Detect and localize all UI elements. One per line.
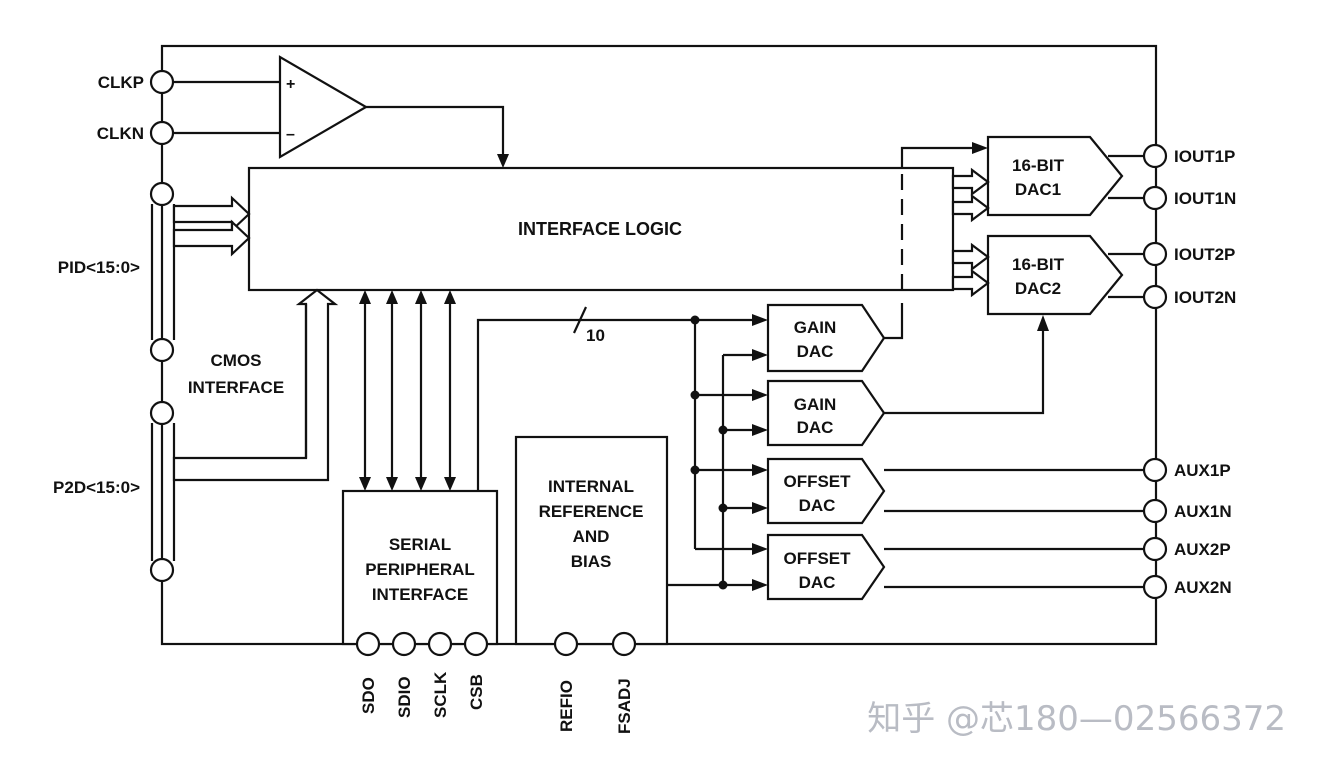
- refio-label: REFIO: [557, 680, 576, 732]
- bottom-pins: [355, 631, 637, 657]
- sdo-pin: [355, 631, 381, 657]
- watermark: 知乎 @芯180—02566372: [867, 699, 1286, 739]
- cmos-interface-label-1: CMOS: [211, 351, 262, 370]
- spi-label-3: INTERFACE: [372, 585, 468, 604]
- offset-dac-1: [766, 457, 886, 525]
- aux2p-label: AUX2P: [1174, 540, 1231, 559]
- sclk-label: SCLK: [431, 671, 450, 718]
- p2d-bus: [150, 288, 339, 561]
- fsadj-label: FSADJ: [615, 678, 634, 734]
- aux2n-label: AUX2N: [1174, 578, 1232, 597]
- sdo-label: SDO: [359, 677, 378, 714]
- gain-dac-outputs: [884, 142, 1049, 415]
- comparator-minus-sign: –: [286, 126, 295, 143]
- sclk-pin: [427, 631, 453, 657]
- fsadj-pin: [611, 631, 637, 657]
- iout2p-label: IOUT2P: [1174, 245, 1235, 264]
- offset-dac-1-label-1: OFFSET: [783, 472, 851, 491]
- aux1p-pin: [1142, 457, 1168, 483]
- pid-bus-bottom-pin: [149, 337, 175, 363]
- clkp-label: CLKP: [98, 73, 144, 92]
- dac2-label-1: 16-BIT: [1012, 255, 1065, 274]
- right-pins: [1142, 143, 1168, 600]
- iout1p-pin: [1142, 143, 1168, 169]
- gain-dac-2: [766, 379, 886, 447]
- reference-lines: [667, 349, 768, 591]
- iout2n-pin: [1142, 284, 1168, 310]
- gain-dac-1-label-2: DAC: [797, 342, 834, 361]
- dac-output-lines: [884, 154, 1143, 589]
- aux2p-pin: [1142, 536, 1168, 562]
- spi-label-2: PERIPHERAL: [365, 560, 475, 579]
- gain-dac-1-label-1: GAIN: [794, 318, 837, 337]
- refio-pin: [553, 631, 579, 657]
- offset-dac-2-label-2: DAC: [799, 573, 836, 592]
- csb-label: CSB: [467, 674, 486, 710]
- serial-peripheral-interface-block: [341, 489, 499, 646]
- bus-width-label: 10: [586, 326, 605, 345]
- comparator-plus-sign: +: [286, 76, 295, 93]
- dac2-label-2: DAC2: [1015, 279, 1061, 298]
- left-pins: [149, 69, 175, 583]
- sdio-label: SDIO: [395, 676, 414, 718]
- p2d-bus-bottom-pin: [149, 557, 175, 583]
- p2d-bus-top-pin: [149, 400, 175, 426]
- ref-label-3: AND: [573, 527, 610, 546]
- aux1n-label: AUX1N: [1174, 502, 1232, 521]
- spi-label-1: SERIAL: [389, 535, 451, 554]
- ref-label-2: REFERENCE: [539, 502, 644, 521]
- clock-comparator: + –: [174, 55, 509, 168]
- iout1p-label: IOUT1P: [1174, 147, 1235, 166]
- offset-dac-2: [766, 533, 886, 601]
- offset-dac-1-label-2: DAC: [799, 496, 836, 515]
- sdio-pin: [391, 631, 417, 657]
- offset-dac-2-label-1: OFFSET: [783, 549, 851, 568]
- ref-label-4: BIAS: [571, 552, 612, 571]
- iout1n-label: IOUT1N: [1174, 189, 1236, 208]
- internal-reference-block: [514, 435, 669, 646]
- dac1-label-1: 16-BIT: [1012, 156, 1065, 175]
- clkn-pin: [149, 120, 175, 146]
- clkn-label: CLKN: [97, 124, 144, 143]
- interface-logic-label: INTERFACE LOGIC: [518, 219, 682, 239]
- iout2n-label: IOUT2N: [1174, 288, 1236, 307]
- iout2p-pin: [1142, 241, 1168, 267]
- dac1-block: [986, 135, 1124, 217]
- pid-label: PID<15:0>: [58, 258, 140, 277]
- aux2n-pin: [1142, 574, 1168, 600]
- cmos-interface-label-2: INTERFACE: [188, 378, 284, 397]
- ref-label-1: INTERNAL: [548, 477, 634, 496]
- dac2-block: [986, 234, 1124, 316]
- p2d-label: P2D<15:0>: [53, 478, 140, 497]
- spi-bidirectional-lines: [359, 290, 456, 491]
- aux1n-pin: [1142, 498, 1168, 524]
- clkp-pin: [149, 69, 175, 95]
- pid-bus: [150, 195, 251, 340]
- dac1-label-2: DAC1: [1015, 180, 1061, 199]
- control-bus: 10: [476, 306, 768, 555]
- interface-logic-block: [247, 166, 955, 292]
- gain-dac-2-label-2: DAC: [797, 418, 834, 437]
- gain-dac-2-label-1: GAIN: [794, 395, 837, 414]
- pid-bus-top-pin: [149, 181, 175, 207]
- csb-pin: [463, 631, 489, 657]
- gain-dac-1: [766, 303, 886, 373]
- aux1p-label: AUX1P: [1174, 461, 1231, 480]
- iout1n-pin: [1142, 185, 1168, 211]
- logic-to-dac-arrows: [951, 167, 990, 298]
